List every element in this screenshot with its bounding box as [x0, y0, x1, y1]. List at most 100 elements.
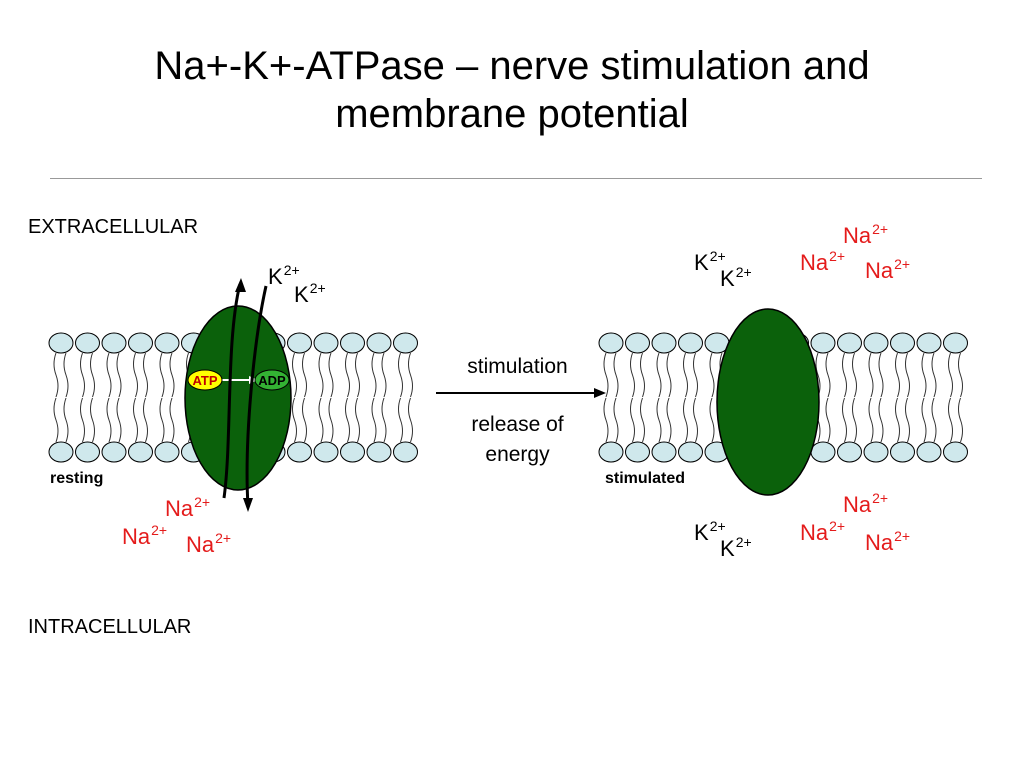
- lipid-tail: [613, 397, 619, 443]
- title-divider: [50, 178, 982, 179]
- lipid-head: [943, 441, 968, 463]
- lipid-head: [287, 332, 312, 354]
- lipid-tail: [825, 352, 831, 398]
- lipid-tail: [355, 397, 360, 443]
- lipid-tail: [355, 352, 360, 398]
- lipid-tail: [292, 352, 297, 398]
- lipid-tail: [852, 397, 857, 443]
- lipid-tail: [106, 352, 112, 398]
- lipid-tail: [80, 397, 85, 443]
- lipid-tail: [842, 397, 847, 443]
- potassium-arrow-head: [235, 278, 246, 292]
- lipid-tail: [371, 397, 377, 443]
- lipid-tail: [931, 397, 937, 443]
- lipid-tail: [613, 352, 619, 398]
- lipid-tail: [143, 397, 148, 443]
- lipid-head: [625, 332, 650, 354]
- atp-oval: [187, 369, 223, 391]
- lipid-tail: [948, 397, 953, 443]
- lipid-tail: [895, 397, 900, 443]
- sodium-arrow-head: [243, 498, 253, 512]
- atp-label: ATP: [192, 373, 217, 388]
- lipid-head: [598, 441, 624, 463]
- lipid-head: [340, 332, 365, 354]
- lipid-tail: [292, 397, 297, 443]
- lipid-head: [366, 441, 392, 463]
- lipid-tail: [709, 397, 715, 443]
- lipid-head: [128, 441, 153, 463]
- lipid-head: [128, 332, 153, 354]
- lipid-tail: [328, 352, 334, 398]
- sodium-ion: Na2+: [865, 256, 911, 283]
- potassium-ion: K2+: [268, 262, 300, 289]
- lipid-head: [75, 441, 100, 463]
- lipid-tail: [106, 397, 112, 443]
- sodium-ion: Na2+: [843, 221, 889, 248]
- lipid-head: [890, 332, 915, 354]
- potassium-ion: K2+: [720, 534, 752, 561]
- title-line-2: membrane potential: [335, 92, 689, 136]
- lipid-tail: [328, 397, 334, 443]
- intracellular-label: INTRACELLULAR: [28, 616, 192, 638]
- lipid-tail: [133, 352, 138, 398]
- release-of-energy-label: release of energy: [440, 410, 595, 470]
- potassium-ion: K2+: [720, 264, 752, 291]
- lipid-tail: [116, 352, 122, 398]
- potassium-ion: K2+: [294, 280, 326, 307]
- lipid-head: [101, 332, 127, 354]
- lipid-head: [810, 441, 836, 463]
- pump-protein-resting: [184, 305, 292, 491]
- lipid-head: [393, 441, 418, 463]
- lipid-tail: [683, 397, 688, 443]
- lipid-tail: [656, 352, 662, 398]
- lipid-tail: [666, 397, 672, 443]
- lipid-tail: [895, 352, 900, 398]
- lipid-tail: [143, 352, 148, 398]
- stimulation-label: stimulation: [467, 355, 568, 378]
- lipid-tail: [693, 352, 698, 398]
- lipid-tail: [905, 397, 910, 443]
- lipid-tail: [603, 397, 609, 443]
- stimulated-label: stimulated: [605, 470, 686, 487]
- lipid-head: [651, 441, 677, 463]
- extracellular-label: EXTRACELLULAR: [28, 216, 199, 238]
- lipid-tail: [159, 352, 165, 398]
- lipid-head: [287, 441, 312, 463]
- lipid-head: [863, 441, 889, 463]
- lipid-tail: [116, 397, 122, 443]
- lipid-tail: [630, 397, 635, 443]
- release-line-2: energy: [485, 443, 550, 466]
- pump-protein-stimulated: [716, 308, 820, 496]
- lipid-head: [313, 441, 339, 463]
- lipid-tail: [133, 397, 138, 443]
- lipid-tail: [931, 352, 937, 398]
- lipid-tail: [302, 397, 307, 443]
- lipid-tail: [656, 397, 662, 443]
- lipid-tail: [878, 352, 884, 398]
- lipid-head: [598, 332, 624, 354]
- sodium-ion: Na2+: [800, 518, 846, 545]
- lipid-tail: [905, 352, 910, 398]
- potassium-ion: K2+: [694, 248, 726, 275]
- lipid-head: [890, 441, 915, 463]
- lipid-head: [837, 441, 862, 463]
- lipid-tail: [630, 352, 635, 398]
- lipid-head: [366, 332, 392, 354]
- sodium-ion: Na2+: [800, 248, 846, 275]
- resting-label: resting: [50, 470, 104, 487]
- lipid-tail: [63, 397, 69, 443]
- lipid-head: [154, 441, 180, 463]
- page-title: Na+-K+-ATPase – nerve stimulation and me…: [0, 42, 1024, 138]
- lipid-tail: [90, 397, 95, 443]
- lipid-tail: [381, 397, 387, 443]
- release-line-1: release of: [471, 413, 564, 436]
- lipid-tail: [345, 352, 350, 398]
- lipid-tail: [398, 397, 403, 443]
- lipid-tail: [958, 397, 963, 443]
- lipid-tail: [868, 352, 874, 398]
- lipid-head: [863, 332, 889, 354]
- lipid-tail: [90, 352, 95, 398]
- sodium-ion: Na2+: [865, 528, 911, 555]
- lipid-tail: [921, 352, 927, 398]
